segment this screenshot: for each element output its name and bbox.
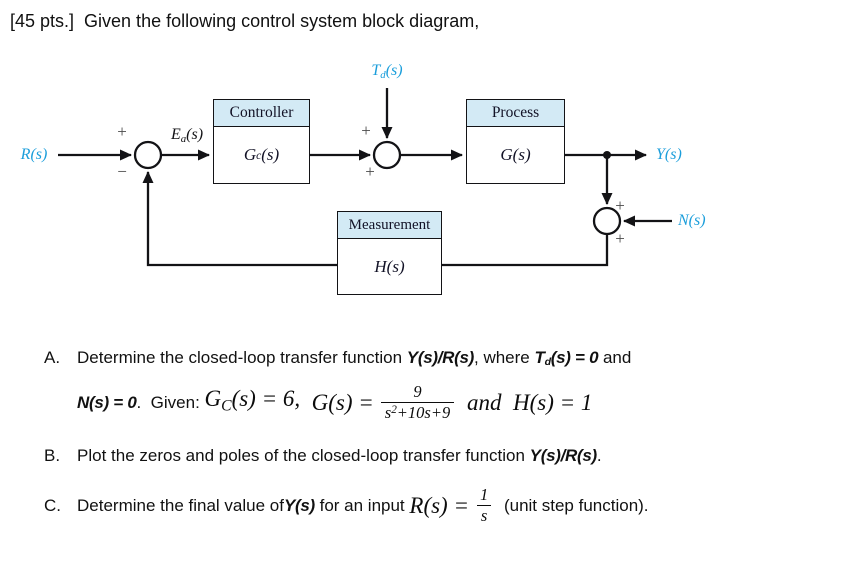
wire-measurement-to-sum1 xyxy=(142,171,337,267)
ea-rest: (s) xyxy=(186,126,204,143)
question-a-label: A. xyxy=(44,348,61,367)
summing-junction-1 xyxy=(133,140,163,170)
question-a-given: . Given: xyxy=(136,392,205,412)
process-transfer-function: G(s) xyxy=(500,145,531,164)
question-a-where: , where xyxy=(474,348,535,367)
question-c-outro: (unit step function). xyxy=(499,495,649,515)
den-base: s xyxy=(384,403,392,423)
gc-sub: c xyxy=(256,148,262,162)
process-block: Process G(s) xyxy=(466,99,565,184)
r-fraction-numerator: 1 xyxy=(479,485,489,504)
td-cond-eq: (s) = 0 xyxy=(550,348,599,367)
gc-eq-base: G xyxy=(204,385,222,411)
measurement-transfer-function: H(s) xyxy=(374,256,405,276)
td-sub: d xyxy=(380,69,386,82)
gc-eq-rest: (s) = 6, xyxy=(231,385,312,411)
question-c-intro: Determine the final value of xyxy=(77,495,284,515)
and-math-word: and xyxy=(461,389,513,415)
question-b-transfer-function: Y(s)/R(s) xyxy=(529,446,598,465)
td-base: T xyxy=(371,62,381,79)
n-signal-label: N(s) xyxy=(678,212,706,229)
h-equation: H(s) = 1 xyxy=(513,389,593,415)
td-signal-label: Td(s) xyxy=(360,62,414,81)
sum2-top-plus-sign: + xyxy=(361,121,371,140)
question-b-text: Plot the zeros and poles of the closed-l… xyxy=(77,446,530,465)
sum1-plus-sign: + xyxy=(117,122,127,141)
summing-junction-2 xyxy=(372,140,402,170)
g-equation: G(s) = xyxy=(311,389,374,415)
r-equation: R(s) = xyxy=(409,492,469,518)
question-b-period: . xyxy=(596,446,602,465)
controller-block-title: Controller xyxy=(214,100,309,127)
question-c-label: C. xyxy=(44,495,61,515)
ea-signal-label: Ea(s) xyxy=(161,126,213,145)
question-a: A. Determine the closed-loop transfer fun… xyxy=(44,346,824,422)
gc-base: G xyxy=(243,145,257,164)
td-rest: (s) xyxy=(385,62,403,79)
gc-rest: (s) xyxy=(261,145,280,164)
process-block-title: Process xyxy=(467,100,564,127)
question-a-intro: Determine the closed-loop transfer funct… xyxy=(77,348,407,367)
g-fraction-numerator: 9 xyxy=(413,381,422,401)
ea-sub: a xyxy=(180,133,187,146)
gc-equation: GC(s) = 6, xyxy=(204,385,312,418)
question-c-mid: for an input xyxy=(314,495,410,515)
td-cond-sub: d xyxy=(544,355,551,368)
question-a-and: and xyxy=(598,348,632,367)
gc-eq-sub: C xyxy=(221,397,232,415)
r-signal-label: R(s) xyxy=(20,146,48,163)
question-c: C. Determine the final value of Y(s) for … xyxy=(44,485,824,525)
r-fraction-denominator: s xyxy=(476,505,492,525)
sum3-top-plus-sign: + xyxy=(615,196,625,215)
question-a-line1: A. Determine the closed-loop transfer fun… xyxy=(44,346,824,374)
question-c-line: C. Determine the final value of Y(s) for … xyxy=(44,485,824,525)
td-cond-base: T xyxy=(534,348,545,367)
question-c-y: Y(s) xyxy=(283,495,315,515)
ea-base: E xyxy=(170,126,181,143)
branch-point-dot xyxy=(603,151,611,159)
measurement-block: Measurement H(s) xyxy=(337,211,442,295)
sum1-minus-sign: − xyxy=(117,162,127,181)
question-a-td-condition: Td(s) = 0 xyxy=(534,348,599,368)
question-b-label: B. xyxy=(44,446,61,465)
wire-sum3-to-measurement xyxy=(442,234,609,267)
sum2-bottom-plus-sign: + xyxy=(365,162,375,181)
question-a-transfer-function: Y(s)/R(s) xyxy=(406,348,475,367)
y-signal-label: Y(s) xyxy=(656,146,682,163)
den-rest: +10s+9 xyxy=(396,403,451,423)
measurement-block-title: Measurement xyxy=(338,212,441,239)
question-a-n-condition: N(s) = 0 xyxy=(77,392,137,412)
question-b: B. Plot the zeros and poles of the closed… xyxy=(44,444,824,468)
g-fraction-denominator: s2+10s+9 xyxy=(380,402,455,423)
sum3-bottom-plus-sign: + xyxy=(615,229,625,248)
den-sup: 2 xyxy=(391,404,397,417)
problem-title: [45 pts.] Given the following control sy… xyxy=(10,11,480,31)
